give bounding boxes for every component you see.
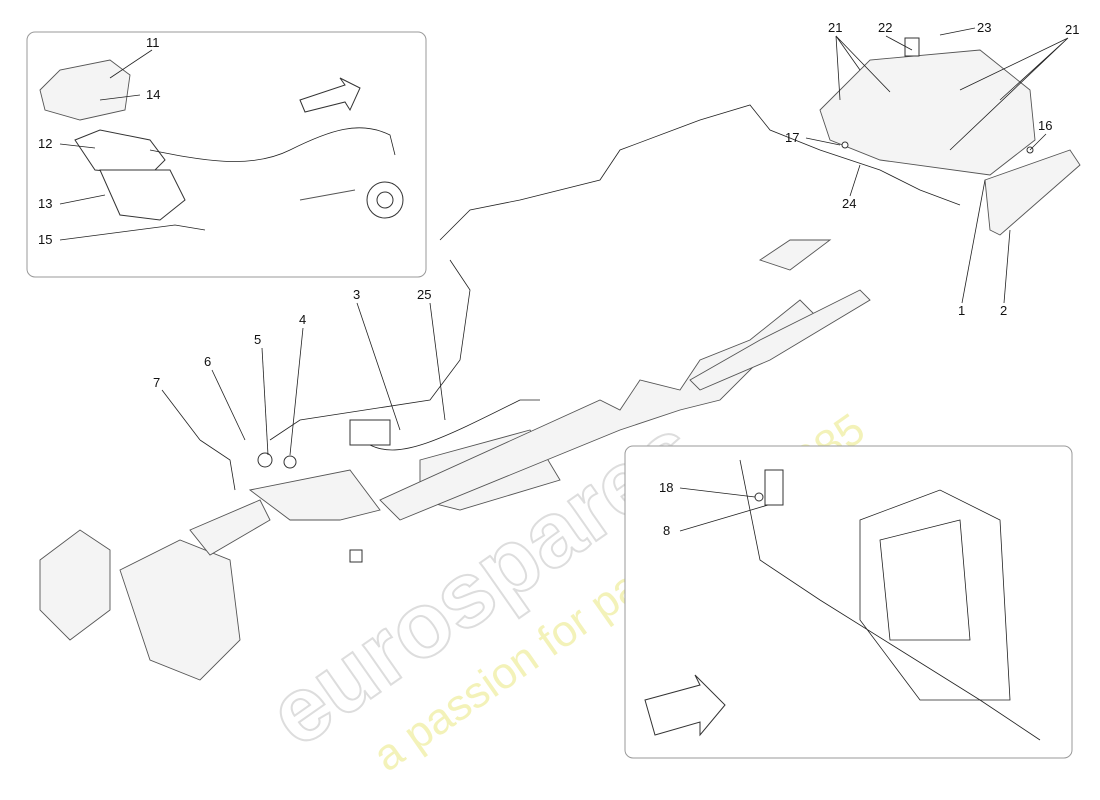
bracket bbox=[99, 169, 186, 221]
direction-arrow-icon bbox=[644, 674, 726, 737]
callout-22: 22 bbox=[878, 20, 892, 35]
heat-shield bbox=[39, 59, 131, 121]
inset-body-detail bbox=[624, 445, 1073, 759]
callout-1: 1 bbox=[958, 303, 965, 318]
callout-6: 6 bbox=[204, 354, 211, 369]
callout-23: 23 bbox=[977, 20, 991, 35]
callout-labels: 11 14 12 13 15 21 22 23 21 16 17 24 1 2 … bbox=[38, 20, 1079, 538]
tank-assembly bbox=[819, 37, 1081, 236]
callout-12: 12 bbox=[38, 136, 52, 151]
callout-18: 18 bbox=[659, 480, 673, 495]
leader-lines bbox=[59, 27, 1069, 532]
callout-14: 14 bbox=[146, 87, 160, 102]
control-unit bbox=[74, 129, 166, 176]
callout-4: 4 bbox=[299, 312, 306, 327]
callout-16: 16 bbox=[1038, 118, 1052, 133]
direction-arrow-icon bbox=[299, 77, 361, 113]
callout-7: 7 bbox=[153, 375, 160, 390]
callout-25: 25 bbox=[417, 287, 431, 302]
callout-11: 11 bbox=[146, 35, 160, 50]
callout-3: 3 bbox=[353, 287, 360, 302]
callout-15: 15 bbox=[38, 232, 52, 247]
callout-17: 17 bbox=[785, 130, 799, 145]
shield-2 bbox=[984, 149, 1081, 236]
callout-24: 24 bbox=[842, 196, 856, 211]
callout-21-left: 21 bbox=[828, 20, 842, 35]
ecu-module bbox=[349, 419, 391, 446]
bracket-8 bbox=[764, 469, 784, 506]
callout-13: 13 bbox=[38, 196, 52, 211]
callout-8: 8 bbox=[663, 523, 670, 538]
callout-21-right: 21 bbox=[1065, 22, 1079, 37]
exhaust-system bbox=[39, 104, 961, 681]
inset-sensor-detail bbox=[26, 31, 427, 278]
callout-2: 2 bbox=[1000, 303, 1007, 318]
callout-5: 5 bbox=[254, 332, 261, 347]
